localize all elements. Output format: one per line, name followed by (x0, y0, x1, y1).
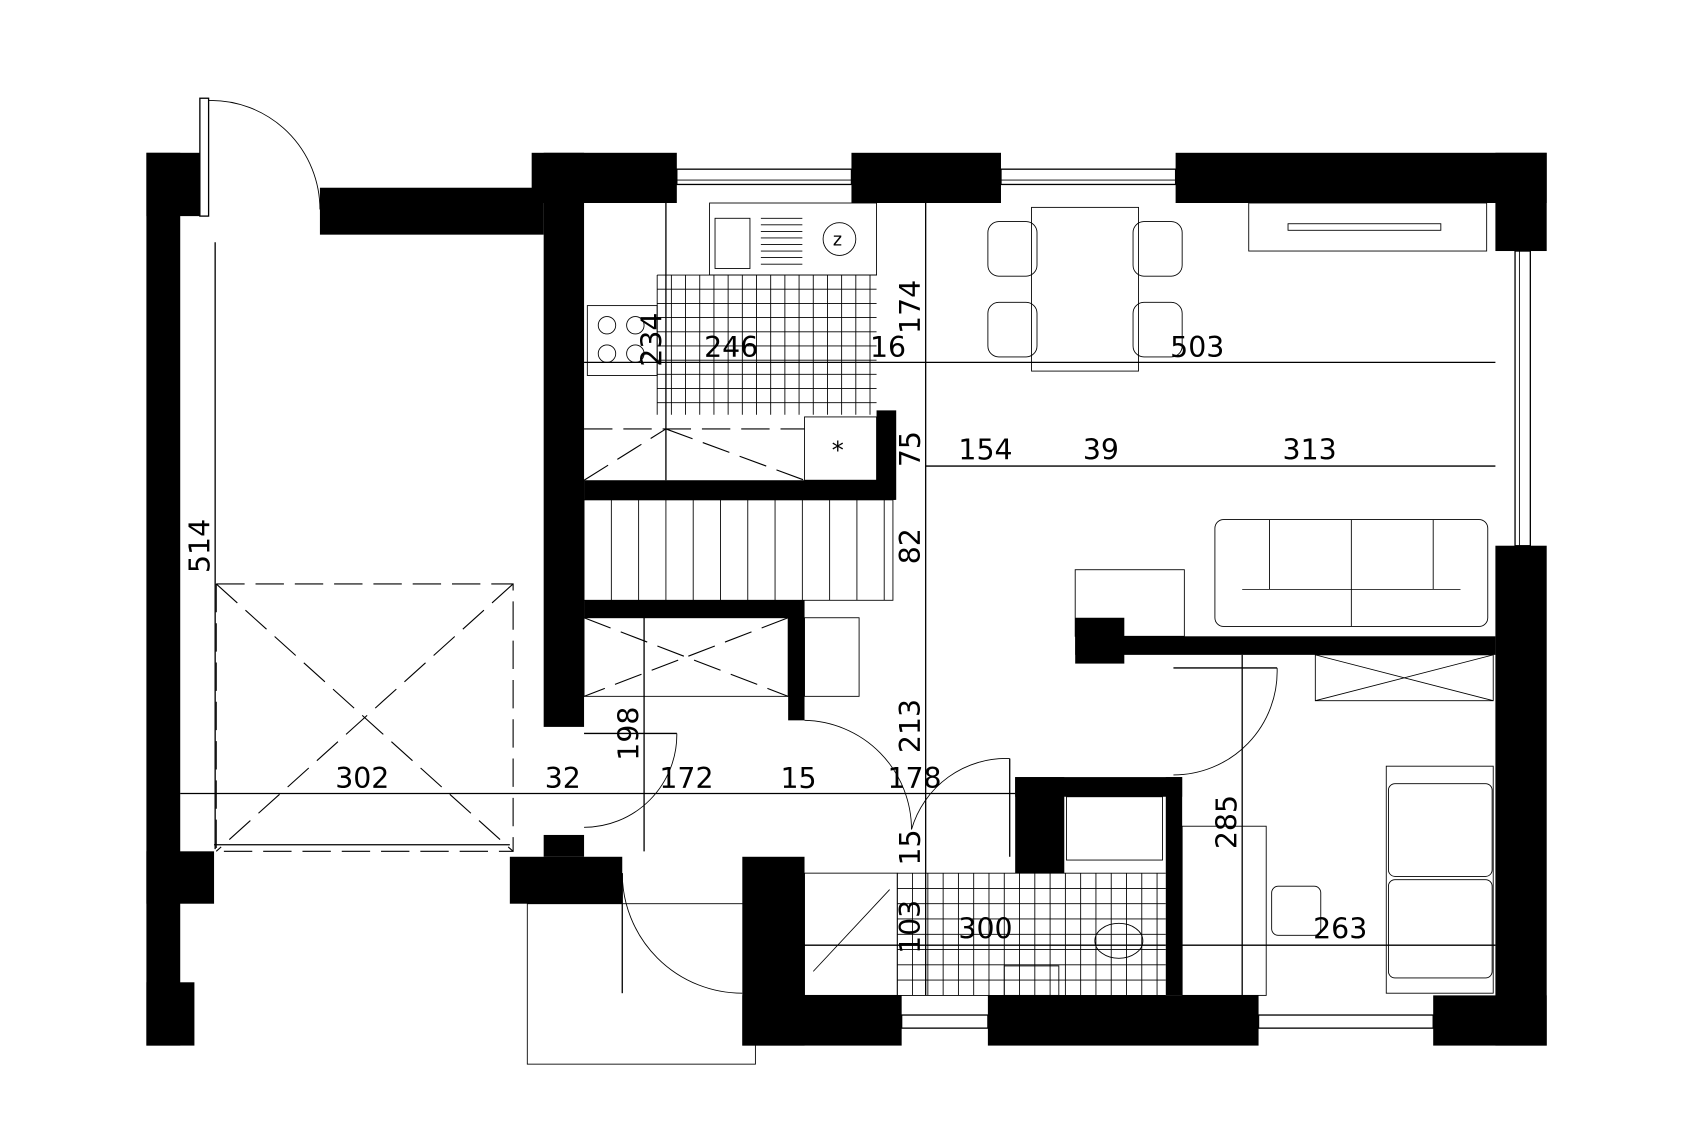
stove-icon (822, 222, 857, 256)
dim-103: 103 (894, 900, 927, 954)
dimension-labels: 514 302 32 172 15 178 198 213 82 75 174 … (184, 280, 1368, 954)
dim-154: 154 (958, 433, 1012, 466)
dim-300: 300 (958, 913, 1012, 946)
dim-16: 16 (870, 331, 906, 364)
dim-174: 174 (894, 280, 927, 334)
kitchen-floor-tiles (656, 274, 877, 415)
dim-75: 75 (894, 431, 927, 467)
dim-15-bath: 15 (894, 829, 927, 865)
windows (199, 97, 1531, 1029)
dim-213: 213 (894, 699, 927, 753)
dim-234: 234 (636, 313, 669, 367)
garage-door-outline (214, 583, 514, 852)
dim-172: 172 (659, 762, 713, 795)
sofa (1074, 519, 1489, 637)
stairs (583, 499, 894, 697)
dim-263: 263 (1313, 913, 1367, 946)
dim-32: 32 (545, 762, 581, 795)
dim-82: 82 (894, 528, 927, 564)
dim-39: 39 (1083, 433, 1119, 466)
stove-symbol: z (833, 231, 842, 251)
dim-285: 285 (1211, 795, 1244, 849)
dim-178: 178 (887, 762, 941, 795)
kitchen: z * (583, 202, 877, 481)
doors (208, 99, 1278, 1065)
bathroom-floor-tiles (896, 872, 1166, 996)
bedroom-furniture (1181, 654, 1494, 996)
dim-313: 313 (1283, 433, 1337, 466)
dim-198: 198 (613, 707, 646, 761)
dim-246: 246 (704, 331, 758, 364)
dim-503: 503 (1170, 331, 1224, 364)
dim-302: 302 (335, 762, 389, 795)
dim-15: 15 (781, 762, 817, 795)
dim-514: 514 (184, 519, 217, 573)
walls (146, 152, 1547, 1046)
dimension-lines (180, 203, 1496, 996)
bathroom (804, 796, 1166, 996)
dining-table (987, 202, 1488, 372)
fridge-symbol: * (832, 436, 844, 464)
